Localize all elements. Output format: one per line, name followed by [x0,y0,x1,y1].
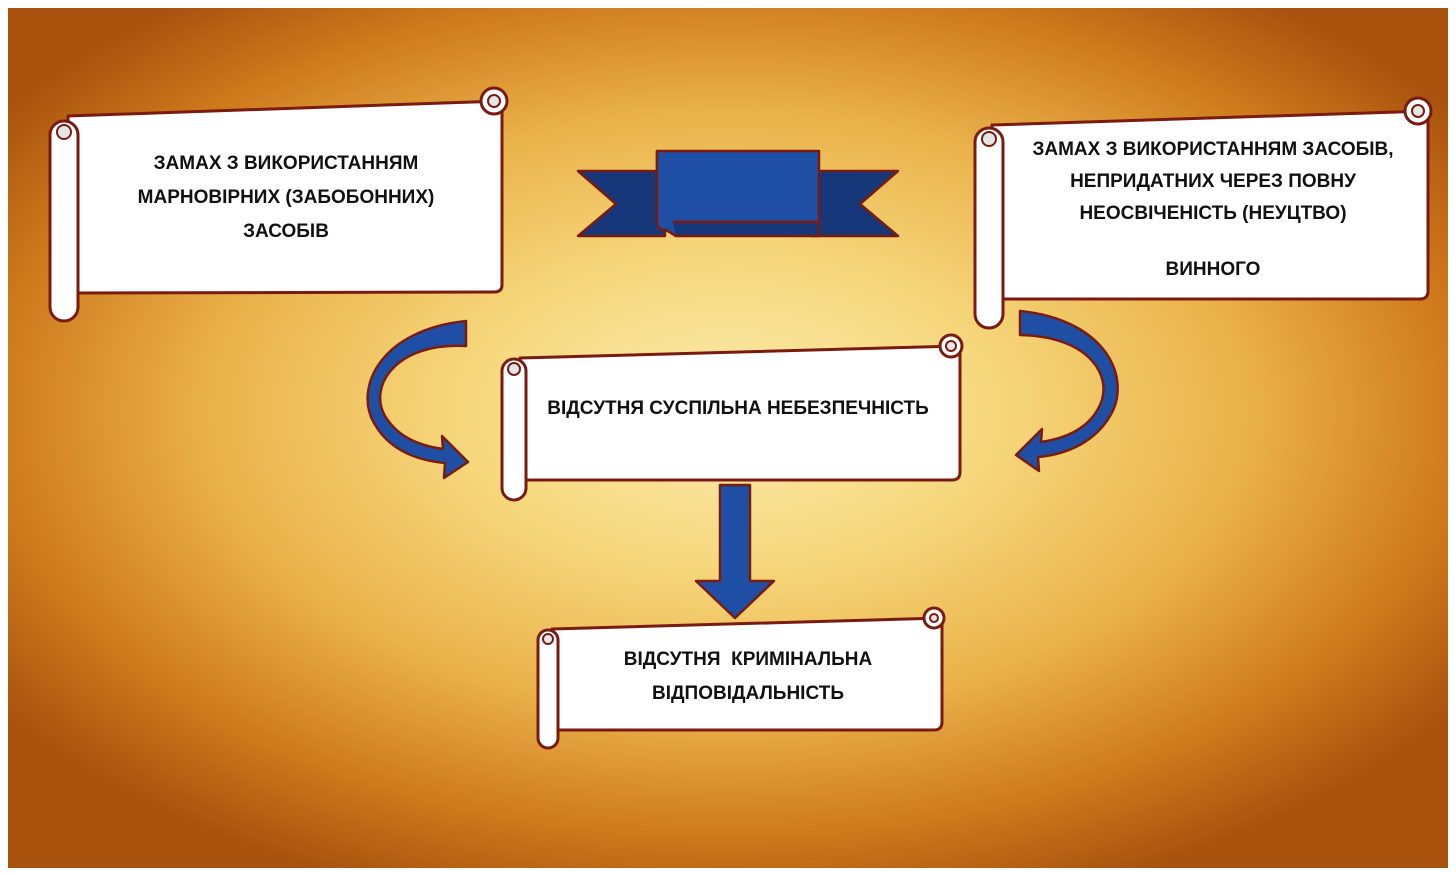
box-center-text: ВІДСУТНЯ СУСПІЛЬНА НЕБЕЗПЕЧНІСТЬ [528,380,948,438]
box-left-line: ЗАСОБІВ [243,221,329,242]
box-bottom-line: ВІДСУТНЯ КРИМІНАЛЬНА [623,649,873,670]
box-left-text: ЗАМАХ З ВИКОРИСТАННЯМ МАРНОВІРНИХ (ЗАБОБ… [80,138,492,258]
box-bottom-line: ВІДПОВІДАЛЬНІСТЬ [652,683,844,704]
box-left-line: МАРНОВІРНИХ (ЗАБОБОННИХ) [137,187,435,208]
box-right-text: ЗАМАХ З ВИКОРИСТАННЯМ ЗАСОБІВ, НЕПРИДАТН… [1006,132,1420,288]
scroll-center [500,333,964,502]
curved-arrow-left [366,319,470,480]
box-right-line: ВИННОГО [1165,259,1261,280]
scroll-right [973,96,1433,330]
curved-arrow-right [1014,309,1119,473]
box-bottom-text: ВІДСУТНЯ КРИМІНАЛЬНА ВІДПОВІДАЛЬНІСТЬ [563,638,933,716]
box-right-line: НЕОСВІЧЕНІСТЬ (НЕУЦТВО) [1079,203,1347,224]
slide-background: ЗАМАХ З ВИКОРИСТАННЯМ МАРНОВІРНИХ (ЗАБОБ… [8,8,1448,868]
box-right-line: ЗАМАХ З ВИКОРИСТАННЯМ ЗАСОБІВ, [1032,139,1394,160]
box-right-line: НЕПРИДАТНИХ ЧЕРЕЗ ПОВНУ [1070,171,1356,192]
box-left-line: ЗАМАХ З ВИКОРИСТАННЯМ [153,153,419,174]
ribbon-banner [576,149,900,238]
scroll-left [48,86,509,323]
diagram-canvas [48,86,1433,750]
arrow-down [694,483,776,620]
box-center-line: ВІДСУТНЯ СУСПІЛЬНА НЕБЕЗПЕЧНІСТЬ [547,398,929,419]
scroll-bottom [536,606,946,750]
